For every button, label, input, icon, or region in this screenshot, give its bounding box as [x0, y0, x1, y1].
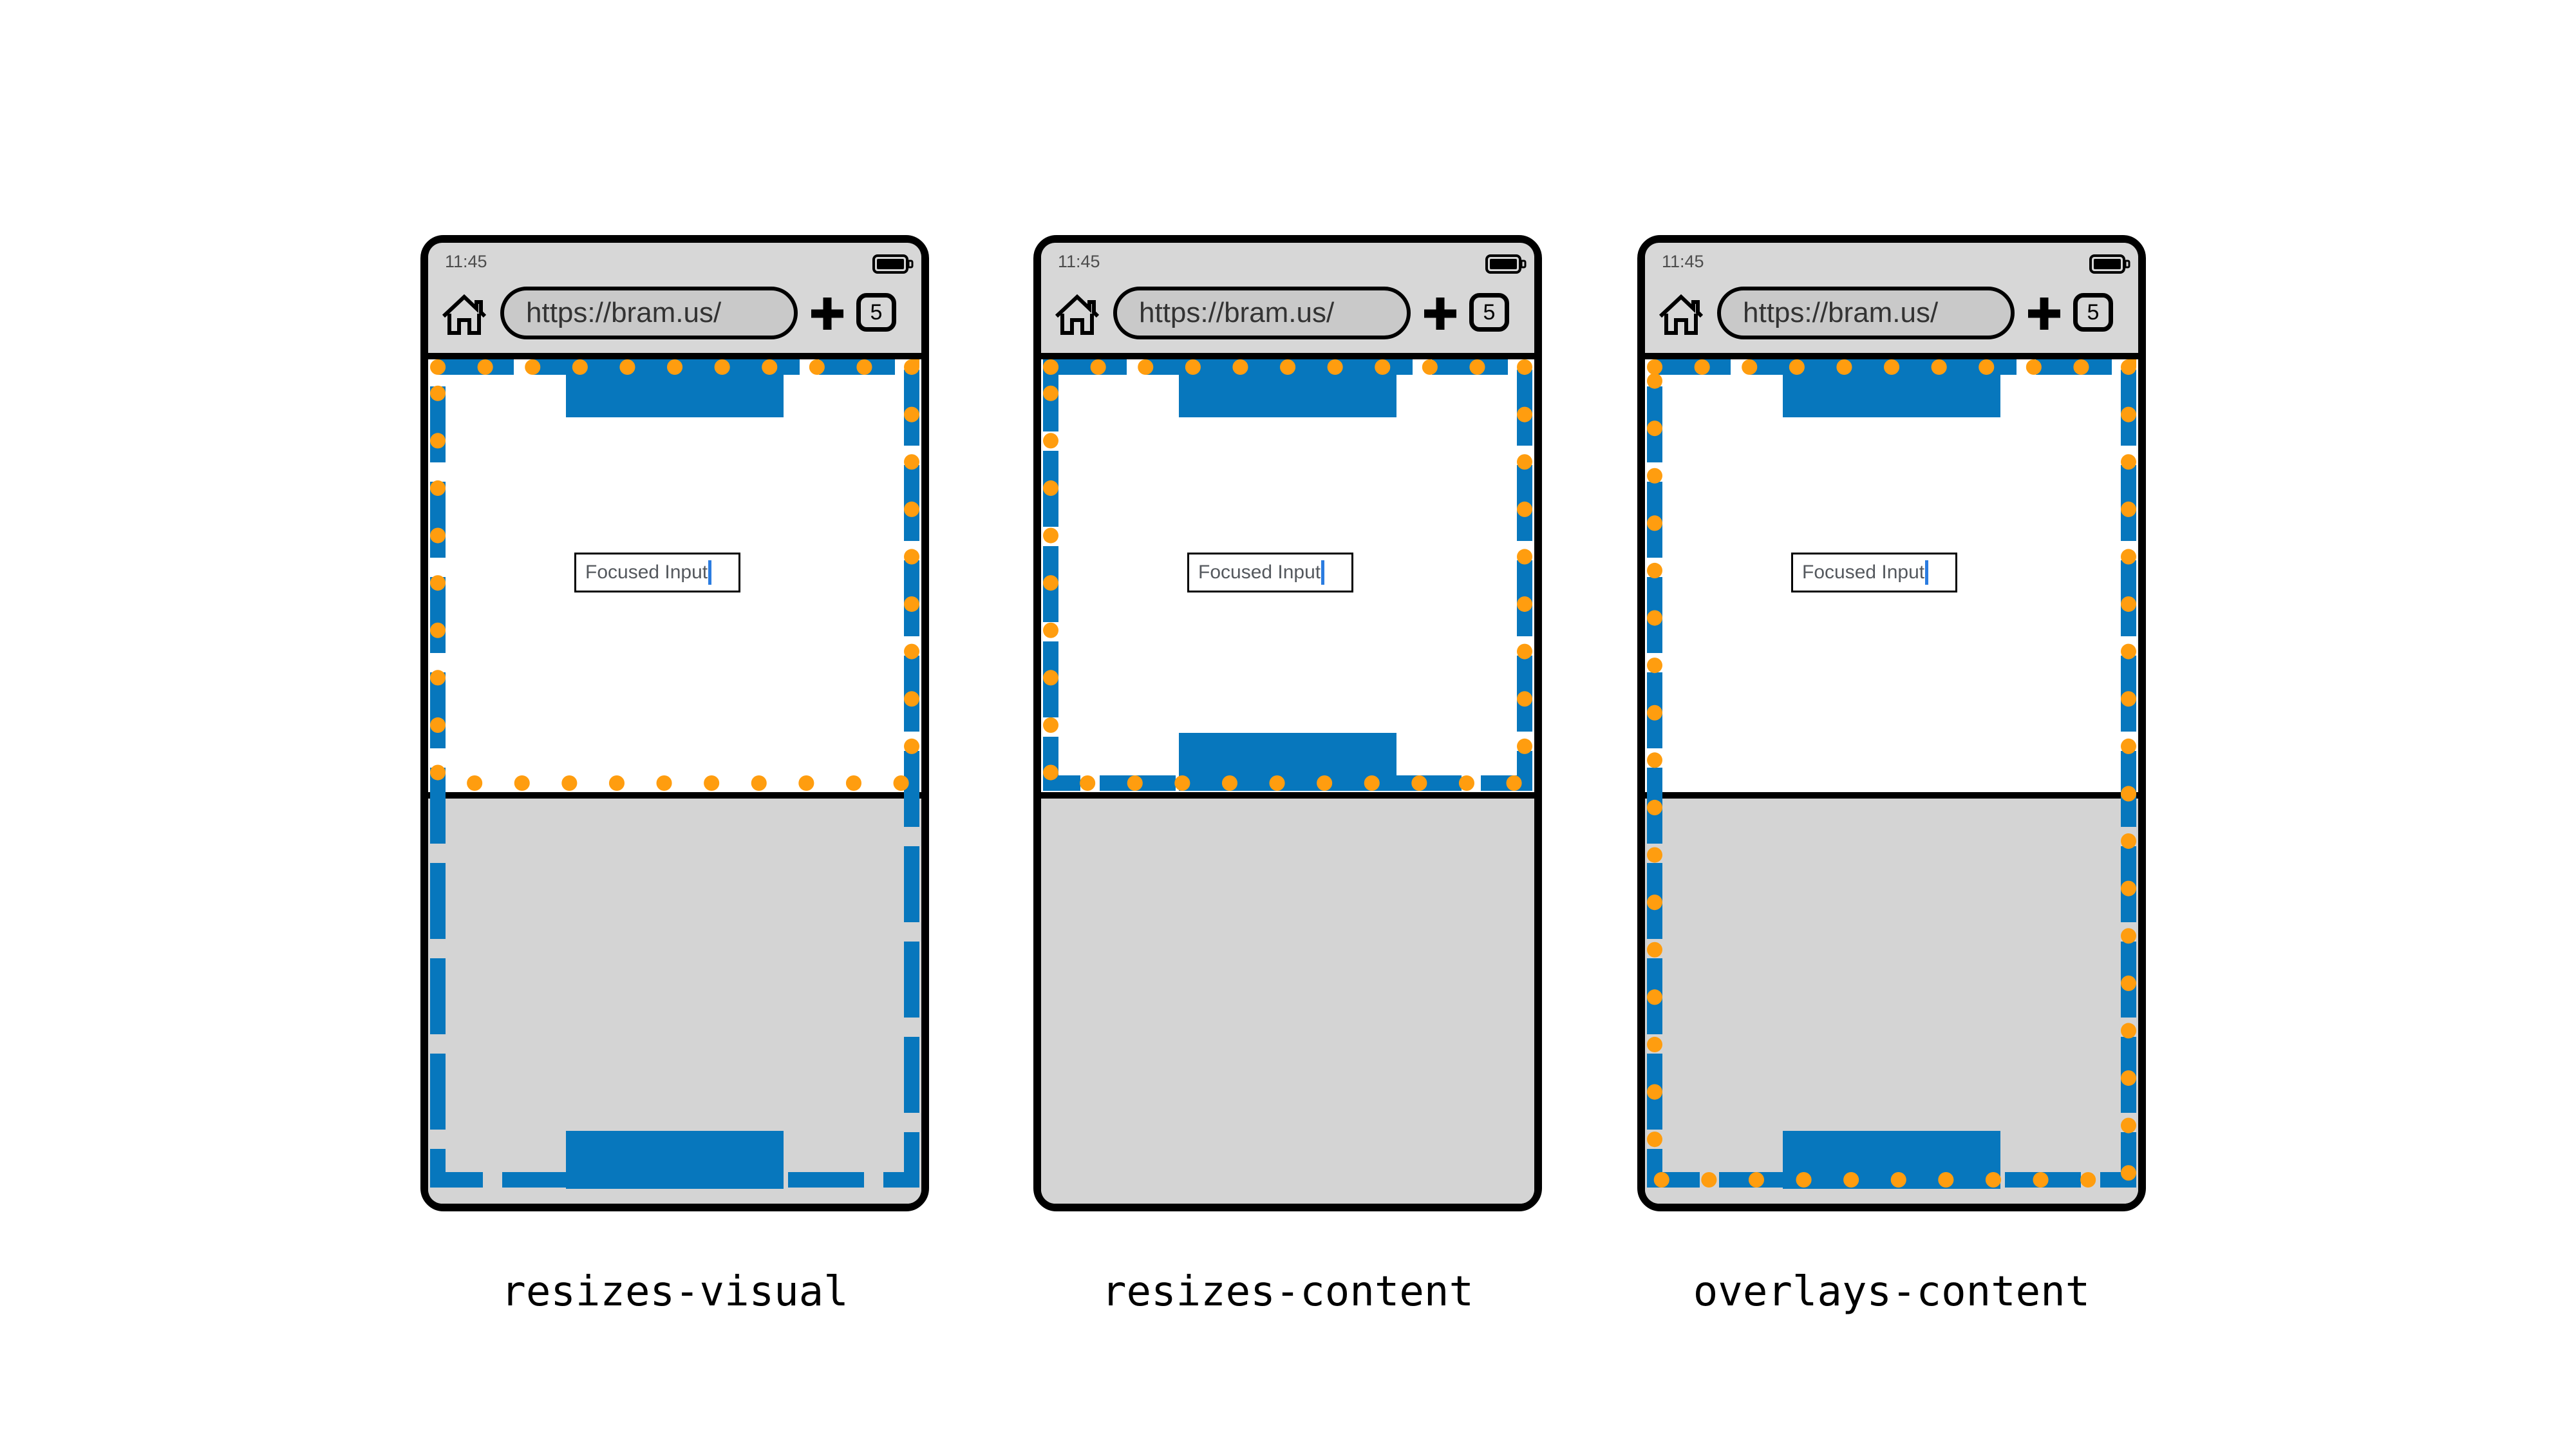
status-bar-time: 11:45 [1662, 252, 1704, 271]
phone-resizes-content: 11:45 https://bram.us/ [1033, 235, 1542, 1316]
browser-chrome: 11:45 https://bram.us/ [1645, 243, 2138, 359]
tab-count: 5 [1483, 299, 1496, 325]
new-tab-plus-icon[interactable] [1424, 297, 1457, 330]
phone-overlays-content: 11:45 https://bram.us/ [1637, 235, 2146, 1316]
battery-icon [872, 254, 914, 274]
home-button[interactable] [1658, 293, 1704, 337]
tab-counter-button[interactable]: 5 [2073, 293, 2113, 332]
tab-counter-button[interactable]: 5 [1469, 293, 1509, 332]
home-button[interactable] [1054, 293, 1100, 337]
browser-chrome: 11:45 https://bram.us/ [1041, 243, 1534, 359]
page-viewport: Focused Input [1645, 359, 2138, 1204]
virtual-keyboard-area [1041, 792, 1534, 1204]
home-button[interactable] [441, 293, 487, 337]
url-bar[interactable]: https://bram.us/ [1113, 287, 1411, 339]
focused-text-input[interactable]: Focused Input [1791, 553, 1957, 592]
url-text: https://bram.us/ [1743, 297, 1939, 328]
tab-count: 5 [2087, 299, 2100, 325]
text-caret [1925, 560, 1929, 585]
caption-resizes-content: resizes-content [1102, 1268, 1474, 1316]
viewport-borders [1647, 359, 2136, 1188]
focused-text-input[interactable]: Focused Input [574, 553, 740, 592]
url-text: https://bram.us/ [526, 297, 722, 328]
text-caret [1321, 560, 1325, 585]
text-caret [708, 560, 712, 585]
url-bar[interactable]: https://bram.us/ [500, 287, 798, 339]
input-value: Focused Input [585, 562, 708, 583]
tab-counter-button[interactable]: 5 [856, 293, 896, 332]
url-bar[interactable]: https://bram.us/ [1717, 287, 2015, 339]
caption-resizes-visual: resizes-visual [501, 1268, 849, 1316]
viewport-borders [1043, 359, 1532, 791]
caption-overlays-content: overlays-content [1693, 1268, 2091, 1316]
battery-icon [1485, 254, 1527, 274]
browser-chrome: 11:45 https://bram.us/ [428, 243, 921, 359]
status-bar-time: 11:45 [445, 252, 487, 271]
battery-icon [2089, 254, 2130, 274]
new-tab-plus-icon[interactable] [2027, 297, 2061, 330]
focused-text-input[interactable]: Focused Input [1187, 553, 1353, 592]
url-text: https://bram.us/ [1139, 297, 1335, 328]
page-viewport: Focused Input [428, 359, 921, 1204]
status-bar-time: 11:45 [1058, 252, 1100, 271]
phone-resizes-visual: 11:45 https://bram.us/ [420, 235, 929, 1316]
viewport-borders [430, 359, 919, 1188]
tab-count: 5 [870, 299, 883, 325]
input-value: Focused Input [1802, 562, 1925, 583]
page-viewport: Focused Input [1041, 359, 1534, 1204]
input-value: Focused Input [1198, 562, 1321, 583]
new-tab-plus-icon[interactable] [811, 297, 844, 330]
